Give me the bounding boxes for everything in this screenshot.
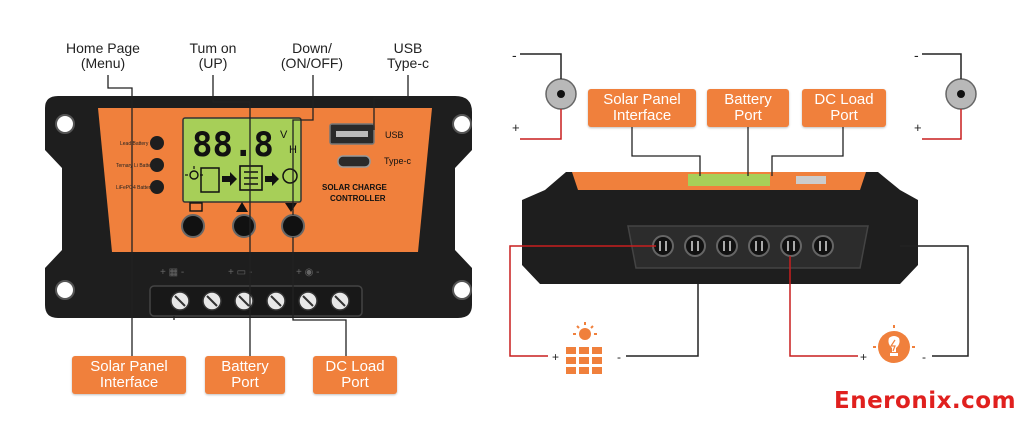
typec-port-label: Type-c <box>384 156 412 166</box>
left-load-port-line1: DC Load <box>325 358 385 375</box>
terminal-port-icon[interactable] <box>780 235 802 257</box>
usb-callout-line2: Type-c <box>386 55 429 71</box>
solar-minus-sign: - <box>617 350 621 364</box>
right-load-port-line2: Port <box>830 107 858 124</box>
terminal-port-icon[interactable] <box>748 235 770 257</box>
lcd-bulb-icon <box>282 168 298 184</box>
battery-type-lifepo4-label: LiFePO4 Battery <box>116 185 153 191</box>
left-load-port-label: DC Load Port <box>313 356 397 394</box>
right-lcd <box>688 174 770 186</box>
right-solar-port-label: Solar Panel Interface <box>588 89 696 127</box>
menu-button[interactable] <box>181 214 205 238</box>
lightbulb-icon <box>873 325 915 363</box>
mount-hole-icon <box>55 280 75 300</box>
lcd-unit-v: V <box>280 129 288 141</box>
down-button-icon <box>285 203 297 212</box>
left-callout-lines <box>107 75 409 356</box>
load-plus-sign: + <box>860 350 867 364</box>
lcd-digits: 88.8 <box>192 125 274 165</box>
down-callout-line1: Down/ <box>292 40 332 56</box>
up-button-callout: Tum on (UP) <box>168 41 258 71</box>
right-battery-port-line1: Battery <box>724 91 772 108</box>
battery-minus-sign: - <box>914 47 919 63</box>
menu-callout-line2: (Menu) <box>80 55 126 71</box>
battery-icon <box>545 78 577 110</box>
battery-polarity-marking: + ▭ - <box>228 267 252 278</box>
usb-port-label: USB <box>385 130 404 140</box>
right-callout-lines <box>631 127 844 176</box>
mount-hole-icon <box>452 280 472 300</box>
right-terminal-ports <box>652 235 834 257</box>
left-battery-port-label: Battery Port <box>205 356 285 394</box>
solar-panel-icon <box>566 322 602 374</box>
product-title-line1: SOLAR CHARGE <box>322 183 388 192</box>
up-callout-line2: (UP) <box>198 55 228 71</box>
load-polarity-marking: + ◉ - <box>296 267 319 278</box>
right-solar-port-line2: Interface <box>612 107 672 124</box>
right-controller-device <box>522 172 918 284</box>
battery-plus-sign: + <box>914 120 922 135</box>
lcd-battery-icon <box>239 165 263 191</box>
right-battery-port-line2: Port <box>734 107 762 124</box>
battery-type-ternary-led <box>150 158 164 172</box>
battery-plus-sign: + <box>512 120 520 135</box>
usb-callout: USB Type-c <box>372 41 444 71</box>
battery-type-lead-led <box>150 136 164 150</box>
down-callout-line2: (ON/OFF) <box>280 55 344 71</box>
left-solar-port-line2: Interface <box>99 374 159 391</box>
up-callout-line1: Tum on <box>189 40 237 56</box>
mount-hole-icon <box>452 114 472 134</box>
load-minus-sign: - <box>922 350 926 364</box>
lcd-arrow-icon <box>265 172 279 186</box>
battery-type-lead-label: Lead Battery <box>120 141 149 147</box>
battery-icon <box>945 78 977 110</box>
left-battery-port-line2: Port <box>231 374 259 391</box>
lcd-arrow-icon <box>222 172 237 186</box>
mount-hole-icon <box>55 114 75 134</box>
terminal-port-icon[interactable] <box>812 235 834 257</box>
left-controller-device: 88.8 V H Lead Battery Ternary Li Battery… <box>45 96 472 318</box>
solar-plus-sign: + <box>552 350 559 364</box>
right-battery-port-label: Battery Port <box>707 89 789 127</box>
terminal-port-icon[interactable] <box>716 235 738 257</box>
up-button[interactable] <box>232 214 256 238</box>
right-usb-port <box>796 176 826 184</box>
battery-type-lifepo4-led <box>150 180 164 194</box>
down-button[interactable] <box>281 214 305 238</box>
menu-button-callout: Home Page (Menu) <box>48 41 158 71</box>
product-title-line2: CONTROLLER <box>330 194 386 203</box>
left-battery-port-line1: Battery <box>221 358 269 375</box>
right-load-port-label: DC Load Port <box>802 89 886 127</box>
down-button-callout: Down/ (ON/OFF) <box>262 41 362 71</box>
terminal-port-icon[interactable] <box>684 235 706 257</box>
menu-callout-line1: Home Page <box>66 40 140 56</box>
battery-minus-sign: - <box>512 47 517 63</box>
left-solar-port-line1: Solar Panel <box>90 358 168 375</box>
brand-watermark: Eneronix.com <box>834 388 1017 414</box>
lcd-panel-icon <box>200 167 220 193</box>
usb-callout-line1: USB <box>393 40 423 56</box>
right-load-port-line1: DC Load <box>814 91 874 108</box>
right-solar-port-line1: Solar Panel <box>603 91 681 108</box>
left-solar-port-label: Solar Panel Interface <box>72 356 186 394</box>
solar-polarity-marking: + ▦ - <box>160 267 184 278</box>
battery-type-ternary-label: Ternary Li Battery <box>116 163 156 169</box>
menu-button-icon <box>189 202 203 212</box>
left-load-port-line2: Port <box>341 374 369 391</box>
up-button-icon <box>236 202 248 212</box>
usb-c-port[interactable] <box>337 155 371 168</box>
